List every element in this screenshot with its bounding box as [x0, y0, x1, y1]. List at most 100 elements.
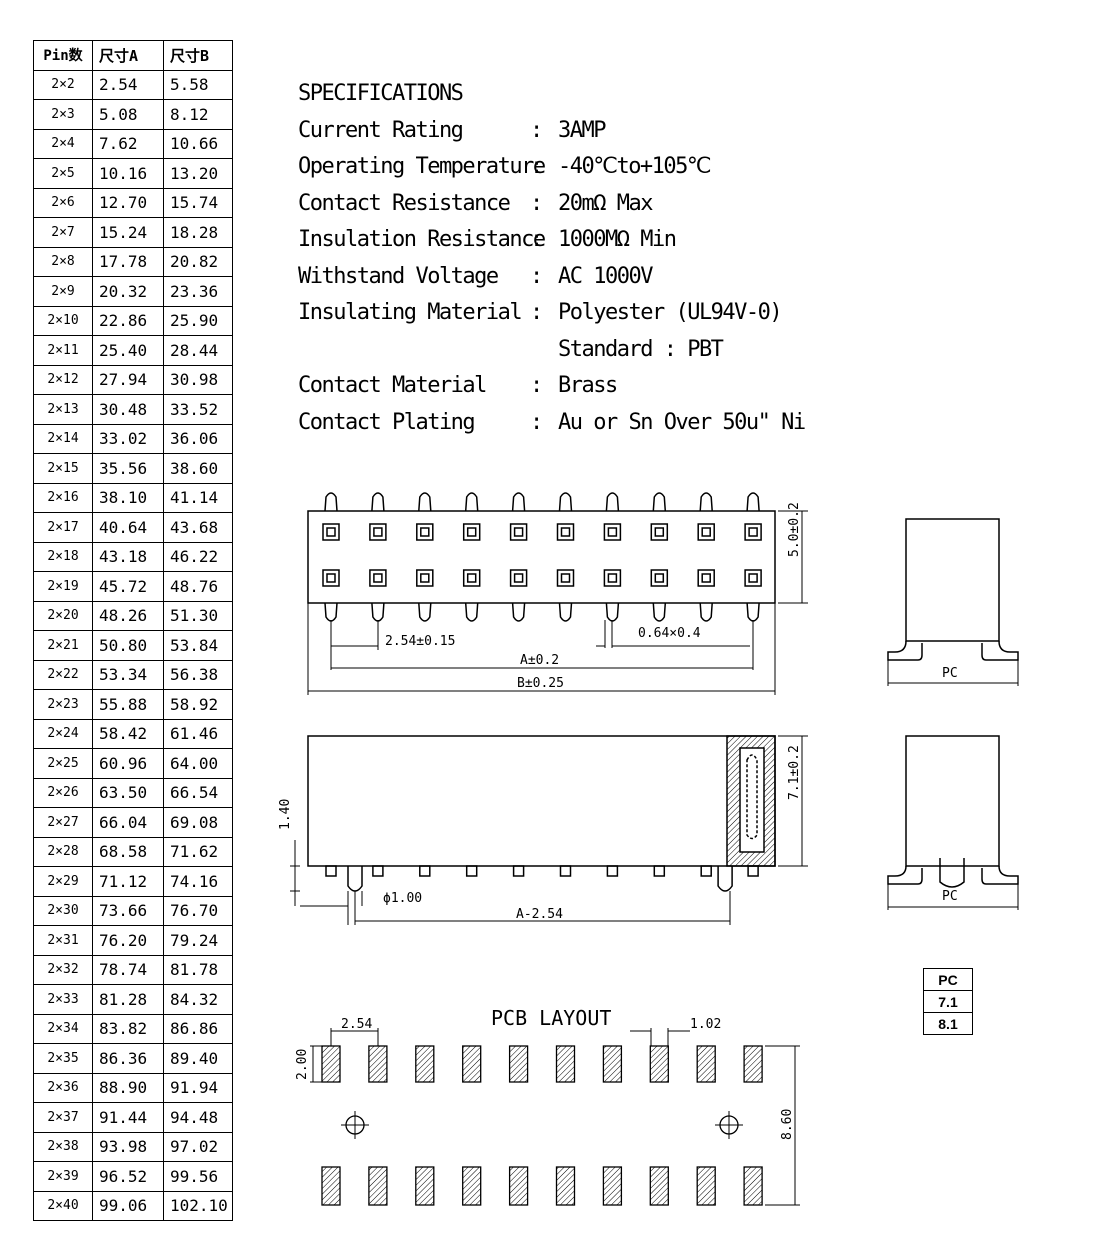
- size-b-cell: 66.54: [163, 777, 233, 808]
- pin-count-cell: 2×9: [33, 276, 93, 307]
- dimension-label-h-71: 7.1±0.2: [787, 745, 802, 800]
- contact-cavity: [697, 523, 715, 541]
- size-a-cell: 96.52: [92, 1161, 164, 1192]
- pcb-pad: [602, 1045, 623, 1083]
- size-a-cell: 30.48: [92, 394, 164, 425]
- pin-tail-bottom: [464, 602, 479, 622]
- spec-separator: :: [530, 154, 543, 179]
- pin-count-cell: 2×3: [33, 99, 93, 130]
- top-view-housing: [307, 510, 776, 604]
- pcb-pad: [649, 1166, 669, 1206]
- size-b-cell: 99.56: [163, 1161, 233, 1192]
- pin-tail-bottom: [605, 602, 620, 622]
- contact-cavity-inner: [373, 527, 383, 537]
- dimension-label-pitch: 2.54±0.15: [385, 634, 455, 649]
- spec-value: Au or Sn Over 50u" Ni: [558, 409, 806, 435]
- pin-stub: [419, 865, 431, 877]
- spec-separator: :: [530, 263, 543, 289]
- pin-tail-bottom: [371, 602, 385, 622]
- spec-separator: :: [530, 409, 543, 435]
- spec-value: 1000MΩ Min: [558, 227, 677, 252]
- pin-tail-top: [558, 492, 573, 512]
- size-b-cell: 91.94: [163, 1072, 233, 1103]
- contact-spring: [746, 754, 758, 840]
- size-b-cell: 86.86: [163, 1013, 233, 1044]
- spec-label: Insulating Material: [298, 300, 523, 325]
- size-a-cell: 78.74: [92, 954, 164, 985]
- pcb-pad: [321, 1166, 341, 1206]
- dimension-label-a: A±0.2: [520, 653, 559, 668]
- pin-tail-bottom: [699, 602, 713, 622]
- size-a-cell: 73.66: [92, 895, 164, 926]
- contact-cavity: [603, 523, 622, 541]
- pin-count-cell: 2×22: [33, 659, 93, 690]
- peg: [347, 866, 363, 892]
- pin-count-cell: 2×37: [33, 1102, 93, 1133]
- contact-cavity: [509, 523, 528, 541]
- spec-label: Withstand Voltage: [298, 263, 499, 289]
- contact-cavity: [650, 569, 669, 587]
- spec-row: Standard : PBT: [298, 332, 805, 369]
- size-a-cell: 63.50: [92, 777, 164, 808]
- spec-label: Contact Resistance: [298, 190, 511, 216]
- size-a-cell: 53.34: [92, 659, 164, 690]
- pin-count-cell: 2×18: [33, 541, 93, 572]
- size-b-cell: 23.36: [163, 276, 233, 307]
- dimension-label-pc: PC: [942, 666, 958, 681]
- dimension-label-pin-size: 0.64×0.4: [638, 626, 701, 641]
- pin-count-cell: 2×4: [33, 128, 93, 159]
- pin-tail-top: [418, 492, 432, 512]
- contact-cavity-inner: [560, 573, 571, 583]
- dimension-label-pcb-w: 1.02: [690, 1017, 721, 1032]
- header-size-b: 尺寸B: [163, 40, 233, 71]
- size-b-cell: 25.90: [163, 305, 233, 336]
- pcb-pad: [743, 1045, 763, 1083]
- contact-cavity: [509, 569, 528, 587]
- contact-cavity-inner: [466, 527, 477, 537]
- spec-separator: :: [530, 190, 543, 216]
- contact-cavity: [462, 523, 481, 541]
- pin-tail-top: [605, 492, 620, 512]
- contact-cavity-inner: [701, 573, 711, 583]
- pin-stub: [653, 865, 666, 877]
- contact-cavity-inner: [466, 573, 477, 583]
- pin-stub: [606, 865, 619, 877]
- spec-label: Current Rating: [298, 117, 464, 143]
- table-header-row: Pin数 尺寸A 尺寸B: [33, 40, 233, 71]
- spec-value: Brass: [558, 373, 618, 398]
- pin-count-cell: 2×24: [33, 718, 93, 749]
- side-view-top: [887, 518, 1019, 661]
- size-a-cell: 10.16: [92, 158, 164, 189]
- spec-label: Contact Plating: [298, 409, 476, 435]
- size-a-cell: 35.56: [92, 453, 164, 484]
- pin-tail-bottom: [558, 602, 573, 622]
- size-b-cell: 84.32: [163, 984, 233, 1015]
- dimension-label-pcb-row: 8.60: [780, 1109, 795, 1140]
- pin-tail-top: [746, 492, 760, 512]
- spec-row: Insulation Resistance:1000MΩ Min: [298, 222, 805, 259]
- contact-cavity-inner: [748, 573, 758, 583]
- spec-separator: :: [530, 117, 543, 143]
- front-view: [307, 735, 776, 892]
- contact-cavity: [650, 523, 669, 541]
- pc-table-value-2: 8.1: [923, 1012, 973, 1035]
- side-view-body-2: [905, 735, 1000, 867]
- size-a-cell: 5.08: [92, 99, 164, 130]
- pin-count-cell: 2×34: [33, 1013, 93, 1044]
- contact-cavity: [556, 523, 575, 541]
- contact-cavity-inner: [513, 573, 524, 583]
